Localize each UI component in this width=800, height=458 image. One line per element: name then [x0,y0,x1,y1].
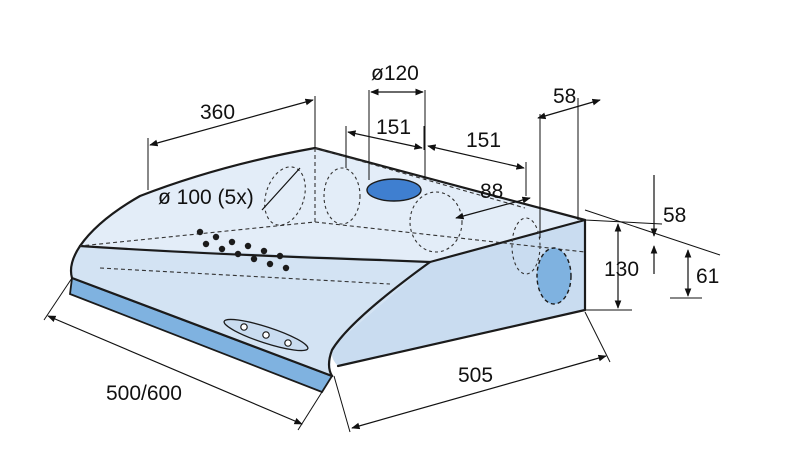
grille-dots [196,228,290,272]
hood-body [69,146,587,394]
front-panel [71,246,431,376]
dim-58-top: 58 [537,85,601,238]
dim-side-holes-label: ø 100 (5x) [158,186,254,209]
dim-151-a-label: 151 [376,116,411,139]
dim-58-top-label: 58 [553,85,576,108]
control-button-3[interactable] [284,339,292,347]
dim-58-vertical: 58 [584,175,721,274]
side-hole-left [264,166,306,226]
dim-120-label: ø120 [371,62,419,85]
dim-505: 505 [333,311,611,433]
dim-58-vertical-label: 58 [663,204,686,227]
dim-88-label: 88 [480,180,503,203]
dim-505-label: 505 [458,364,493,387]
side-panel [331,220,585,366]
dim-130: 130 [585,223,639,311]
side-hole-right [536,247,572,305]
dim-side-holes: ø 100 (5x) [158,167,301,211]
dim-130-label: 130 [604,258,639,281]
outlet-hole [366,178,422,202]
side-hole-back-b [409,191,463,253]
dim-151-b-label: 151 [466,129,501,152]
dim-360-label: 360 [200,101,235,124]
dim-500-600-label: 500/600 [106,382,182,405]
side-hole-back-a [323,167,361,225]
holes [264,166,572,305]
dim-360: 360 [147,96,316,190]
control-button-1[interactable] [240,323,248,331]
dim-61: 61 [670,249,719,299]
dim-151-b: 151 [427,129,527,196]
control-button-2[interactable] [262,331,270,339]
dim-151-a: 151 [345,116,425,168]
dim-88: 88 [455,180,531,220]
dim-61-label: 61 [696,265,719,288]
dim-120: ø120 [368,62,426,180]
side-hole-back-c [511,217,541,275]
dim-500-600: 500/600 [43,277,323,431]
